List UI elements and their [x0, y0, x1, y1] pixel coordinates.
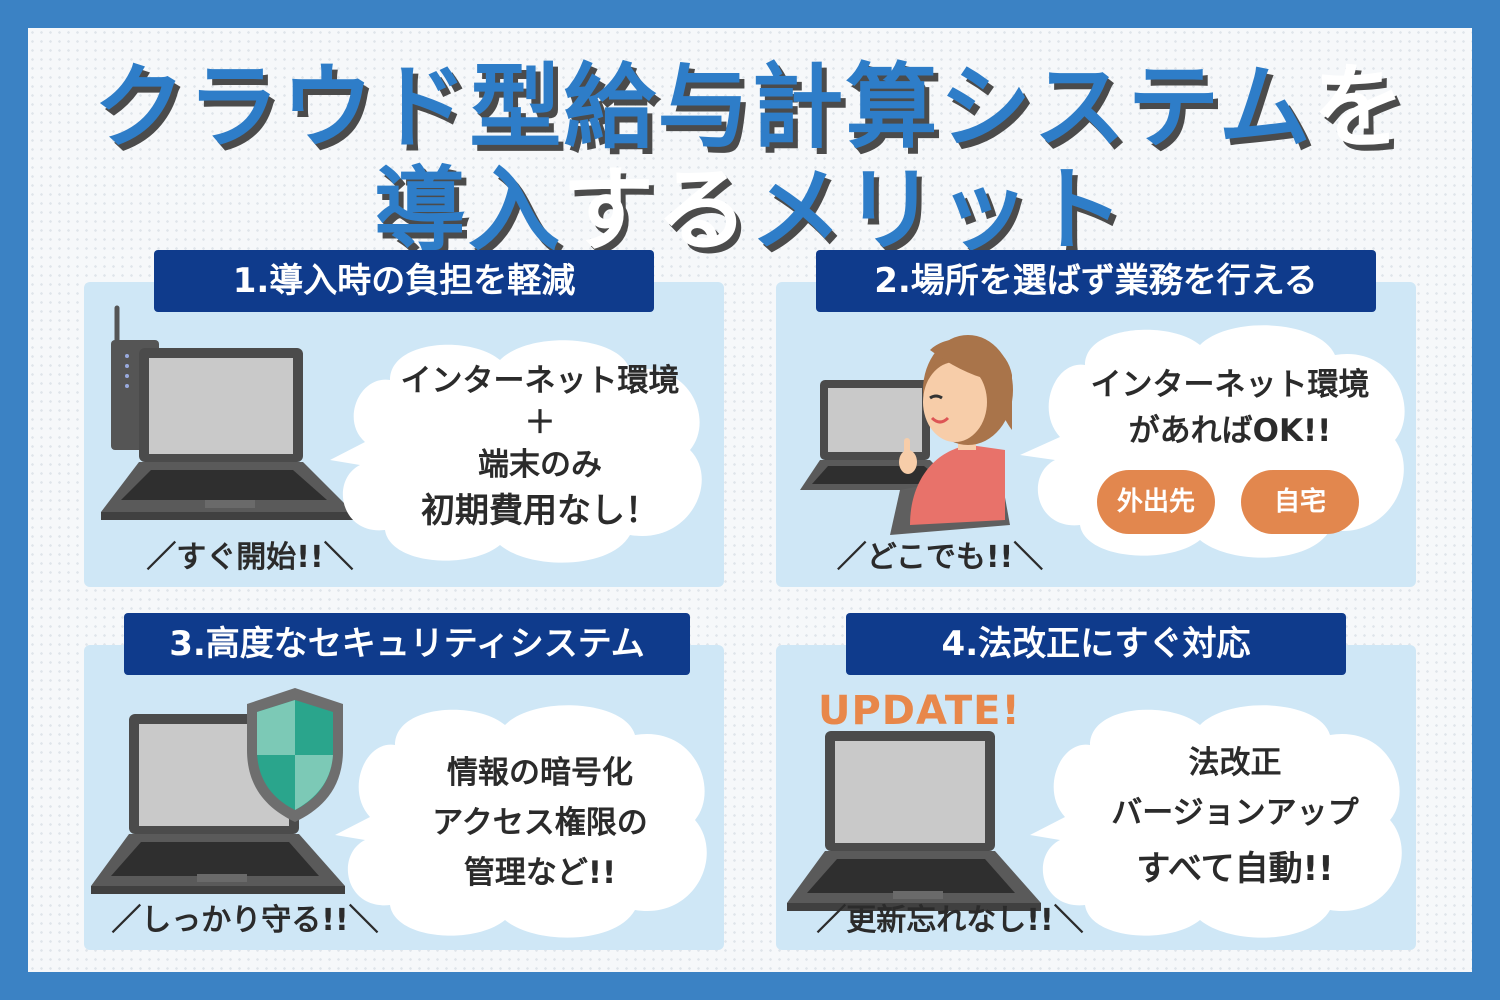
- bubble-3-line2: アクセス権限の: [432, 805, 648, 841]
- speech-bubble-3: [335, 705, 707, 938]
- title-line1-suffix: を: [1312, 54, 1407, 161]
- title-line2-part3: メリット: [750, 157, 1127, 264]
- bubble-4-line1: 法改正: [1188, 745, 1282, 781]
- router-laptop-illustration: [101, 305, 353, 520]
- speech-bubble-1: [330, 340, 702, 563]
- bubble-4-line2: バージョンアップ: [1111, 795, 1359, 831]
- page-title-line1: クラウド型給与計算システムを: [0, 62, 1500, 154]
- speech-bubble-4: [1030, 705, 1402, 938]
- bubble-1-text: インターネット環境 ＋ 端末のみ 初期費用なし！: [360, 358, 720, 534]
- card-4-caption: ／更新忘れなし!!＼: [816, 903, 1084, 938]
- shield-laptop-illustration: [91, 688, 345, 894]
- title-line2-part1: 導入: [373, 157, 562, 264]
- bubble-3-line1: 情報の暗号化: [447, 755, 633, 791]
- bubble-1-line2: ＋: [524, 405, 556, 441]
- page-title-line2: 導入するメリット: [0, 165, 1500, 257]
- bubble-4-line3: すべて自動!!: [1136, 849, 1334, 889]
- bubble-4-text: 法改正 バージョンアップ すべて自動!!: [1065, 738, 1405, 894]
- card-1-caption: ／すぐ開始!!＼: [146, 540, 354, 575]
- card-4-label: 4.法改正にすぐ対応: [846, 613, 1346, 675]
- title-line2-part2: する: [561, 157, 750, 264]
- person-laptop-illustration: [800, 335, 1013, 535]
- card-1-label: 1.導入時の負担を軽減: [154, 250, 654, 312]
- card-2-caption: ／どこでも!!＼: [836, 540, 1044, 575]
- bubble-2-text: インターネット環境 があればOK!!: [1055, 362, 1405, 454]
- pill-outside: 外出先: [1097, 470, 1215, 534]
- card-3-label: 3.高度なセキュリティシステム: [124, 613, 690, 675]
- title-line1-main: クラウド型給与計算システム: [93, 54, 1313, 161]
- card-2-label: 2.場所を選ばず業務を行える: [816, 250, 1376, 312]
- update-badge: UPDATE!: [818, 688, 1021, 734]
- bubble-3-line3: 管理など!!: [463, 855, 617, 891]
- bubble-1-line1: インターネット環境: [400, 363, 680, 399]
- pill-home: 自宅: [1241, 470, 1359, 534]
- bubble-2-line2: があればOK!!: [1128, 413, 1332, 449]
- update-laptop-illustration: [787, 731, 1041, 911]
- bubble-2-line1: インターネット環境: [1090, 367, 1370, 403]
- bubble-1-line3: 端末のみ: [478, 447, 602, 483]
- card-3-caption: ／しっかり守る!!＼: [111, 903, 379, 938]
- bubble-1-line4: 初期費用なし！: [421, 491, 659, 531]
- bubble-3-text: 情報の暗号化 アクセス権限の 管理など!!: [370, 748, 710, 898]
